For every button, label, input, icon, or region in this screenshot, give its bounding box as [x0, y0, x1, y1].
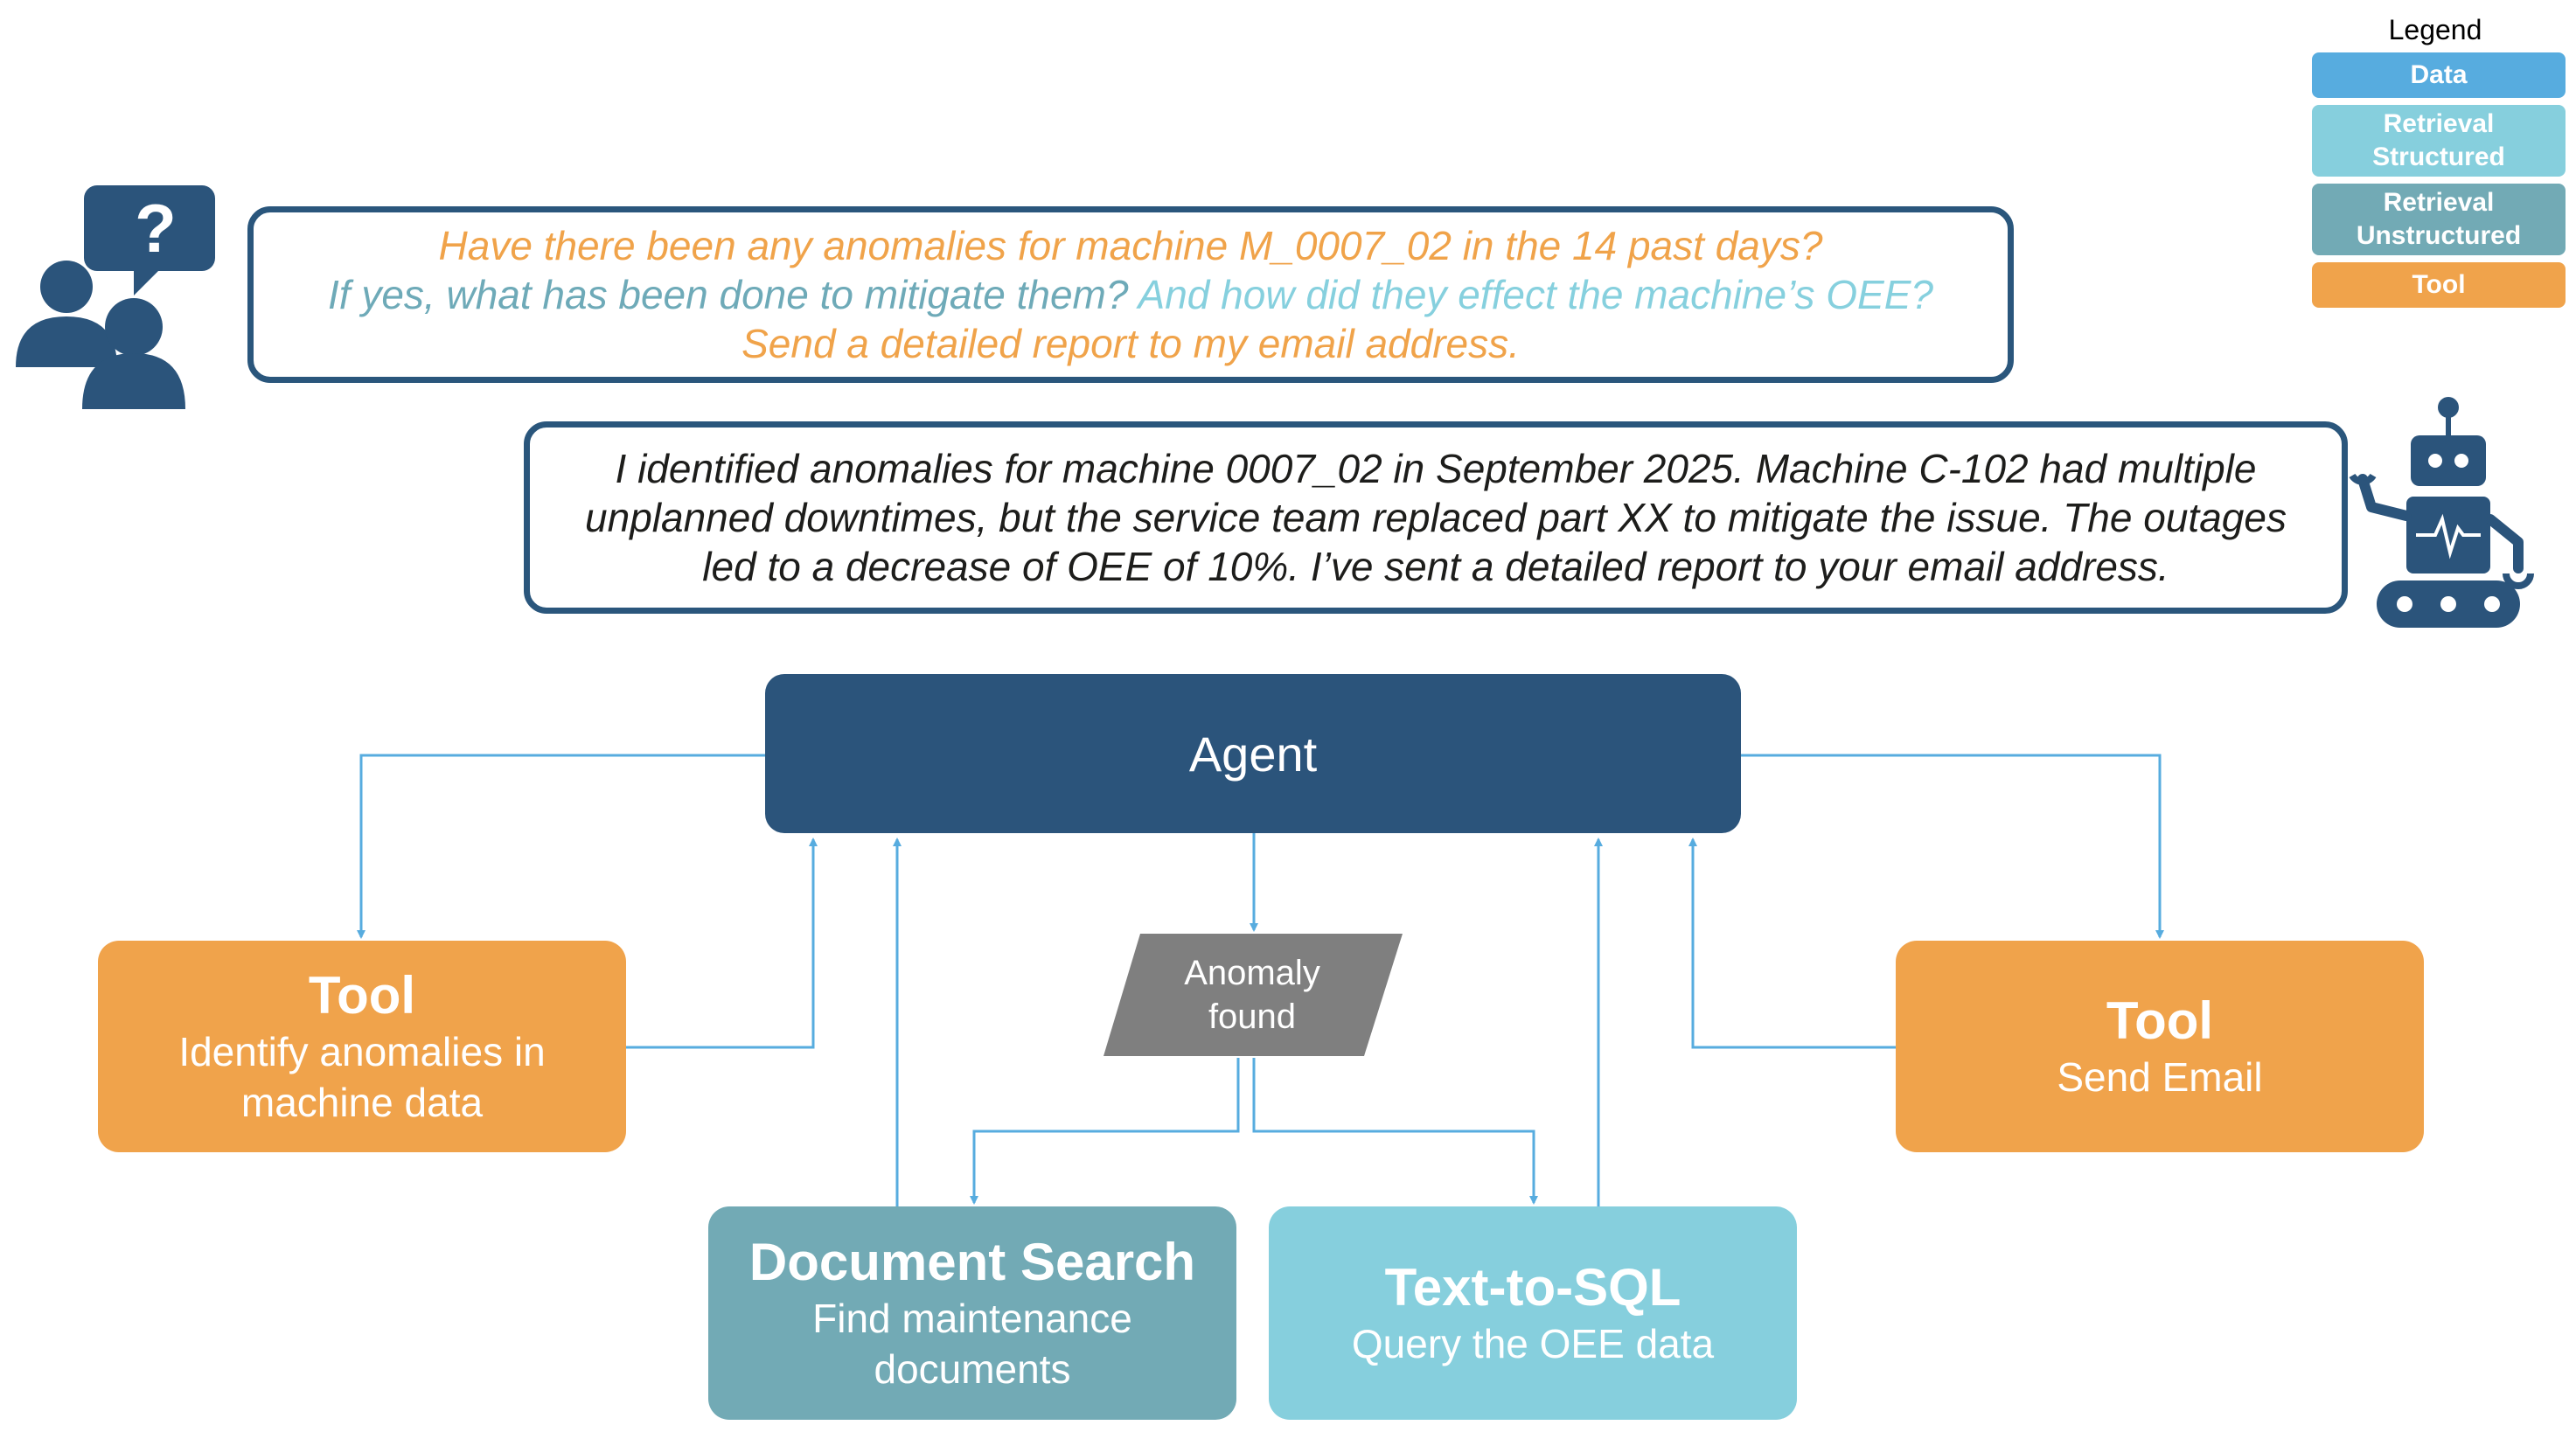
user-question-bubble: Have there been any anomalies for machin…	[247, 206, 2014, 383]
legend-item-retrieval-structured-label: Retrieval Structured	[2372, 109, 2505, 171]
users-question-icon	[16, 185, 215, 409]
user-question-line-3: Send a detailed report to my email addre…	[741, 321, 1520, 366]
arrow-agent-to-tool-left	[357, 754, 765, 939]
user-question-line-2: If yes, what has been done to mitigate t…	[328, 270, 1933, 319]
agent-label: Agent	[1188, 726, 1318, 782]
tool-right-title: Tool	[2106, 991, 2214, 1050]
tool-left-subtitle: Identify anomalies in machine data	[178, 1029, 546, 1125]
text-to-sql-node: Text-to-SQL Query the OEE data	[1269, 1206, 1797, 1420]
legend-item-retrieval-unstructured: Retrieval Unstructured	[2312, 184, 2566, 255]
legend-item-data-label: Data	[2410, 60, 2468, 89]
user-question-mitigation: If yes, what has been done to mitigate t…	[328, 272, 1129, 317]
legend-item-retrieval-unstructured-label: Retrieval Unstructured	[2356, 188, 2522, 250]
document-search-node: Document Search Find maintenance documen…	[708, 1206, 1236, 1420]
document-search-subtitle: Find maintenance documents	[812, 1296, 1132, 1392]
agent-answer-bubble: I identified anomalies for machine 0007_…	[524, 421, 2348, 614]
agent-node: Agent	[765, 674, 1741, 833]
robot-icon	[2349, 397, 2534, 628]
legend-item-data: Data	[2312, 52, 2566, 98]
user-question-oee: And how did they effect the machine’s OE…	[1138, 272, 1933, 317]
tool-right-subtitle: Send Email	[2057, 1054, 2263, 1100]
legend-title: Legend	[2388, 14, 2482, 45]
agent-answer-line-2: unplanned downtimes, but the service tea…	[585, 495, 2287, 540]
arrow-agent-to-tool-right	[1741, 754, 2164, 939]
arrow-anomaly-to-sql	[1252, 1058, 1538, 1205]
tool-left-title: Tool	[308, 966, 416, 1025]
agent-answer-line-1: I identified anomalies for machine 0007_…	[615, 446, 2257, 491]
agent-answer-line-3: led to a decrease of OEE of 10%. I’ve se…	[702, 544, 2169, 589]
legend-item-retrieval-structured: Retrieval Structured	[2312, 105, 2566, 177]
anomaly-shape	[1104, 934, 1403, 1056]
tool-send-email: Tool Send Email	[1896, 941, 2424, 1152]
legend-item-tool: Tool	[2312, 262, 2566, 308]
document-search-title: Document Search	[748, 1233, 1196, 1291]
arrow-anomaly-to-doc	[970, 1058, 1240, 1205]
legend-item-tool-label: Tool	[2412, 270, 2466, 299]
text-to-sql-title: Text-to-SQL	[1384, 1258, 1681, 1317]
user-question-line-1: Have there been any anomalies for machin…	[438, 223, 1823, 268]
tool-identify-anomalies: Tool Identify anomalies in machine data	[98, 941, 626, 1152]
text-to-sql-subtitle: Query the OEE data	[1351, 1321, 1715, 1366]
arrow-tool-right-to-agent	[1688, 838, 1896, 1049]
arrow-tool-left-to-agent	[626, 838, 818, 1049]
anomaly-label: Anomaly found	[1184, 954, 1320, 1036]
question-mark-icon: ?	[135, 190, 177, 267]
